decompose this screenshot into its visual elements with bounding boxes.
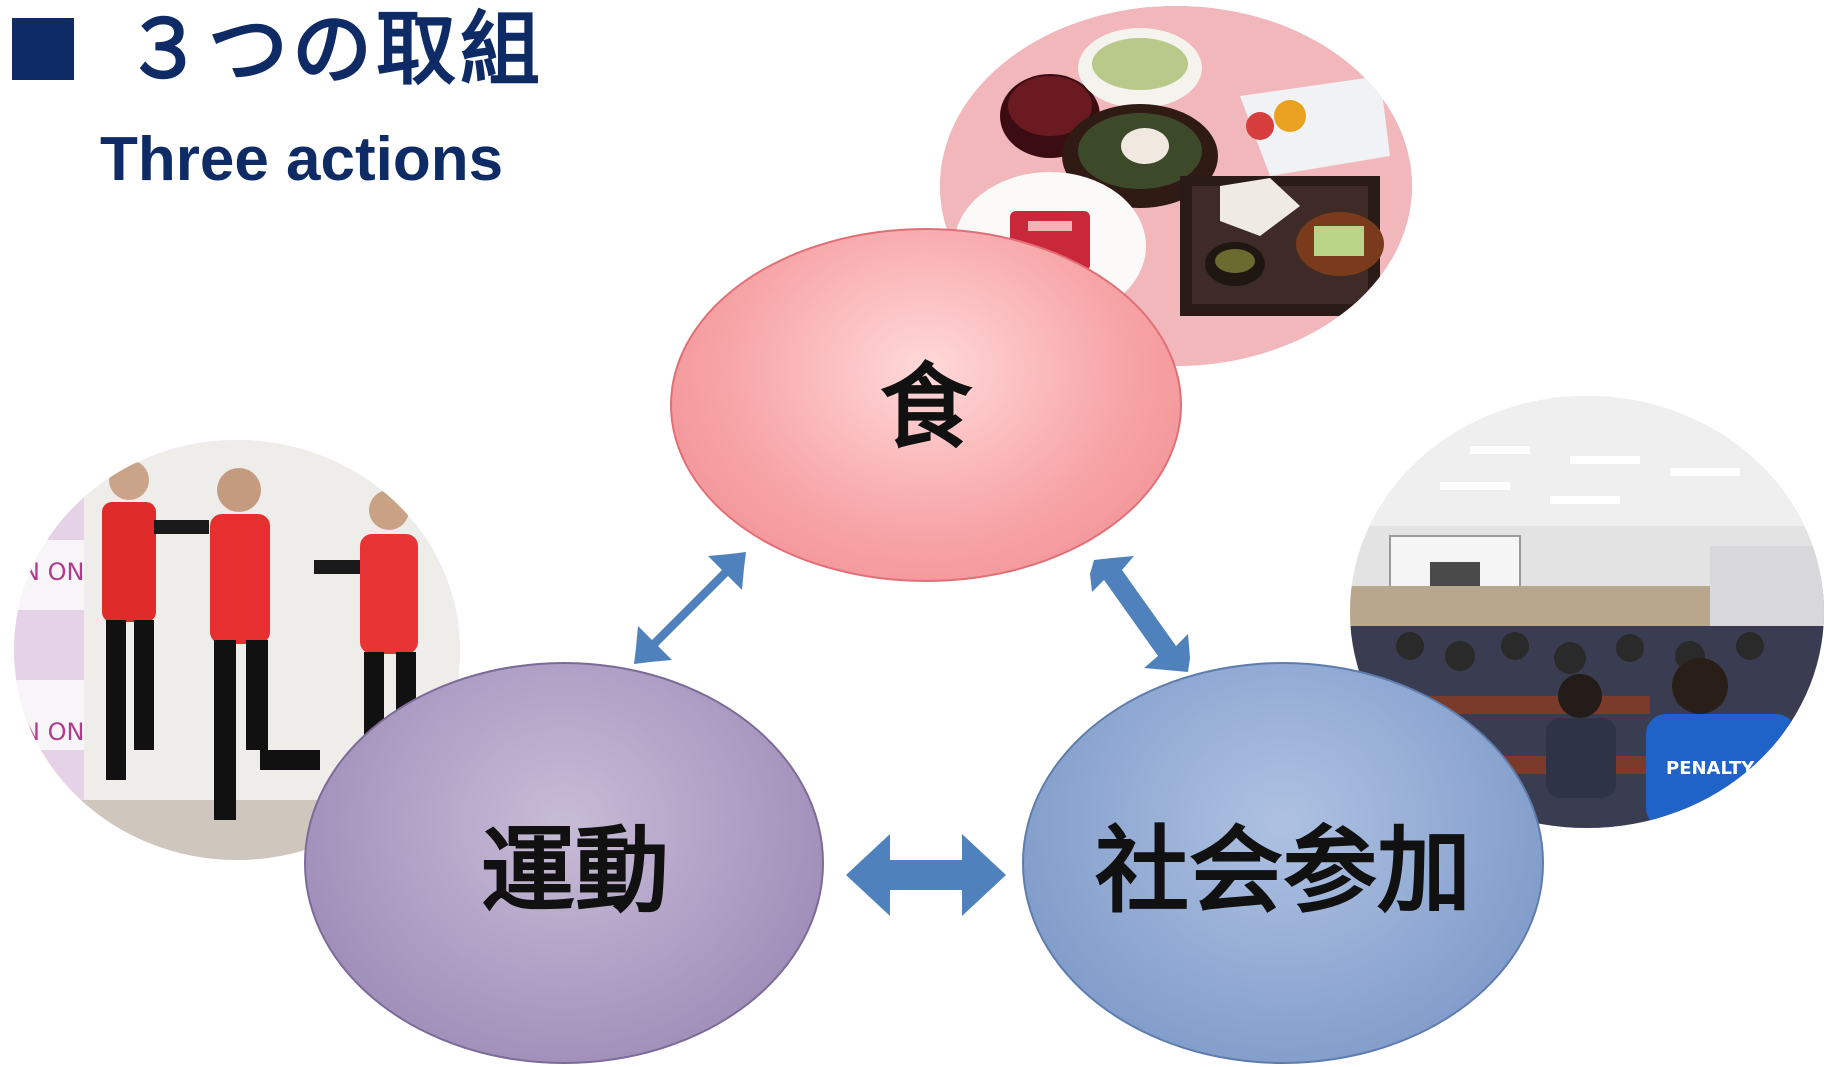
svg-text:PENALTY: PENALTY bbox=[1666, 758, 1755, 779]
arrow-food-social bbox=[1090, 556, 1190, 672]
node-food: 食 bbox=[670, 228, 1182, 582]
node-social-label: 社会参加 bbox=[1094, 817, 1471, 926]
node-exercise: 運動 bbox=[304, 662, 824, 1064]
food-photo bbox=[940, 6, 1412, 366]
arrow-exercise-social bbox=[846, 834, 1006, 916]
node-food-label: 食 bbox=[879, 353, 972, 461]
svg-text:N ON: N ON bbox=[22, 558, 84, 586]
title-bullet-square bbox=[12, 18, 74, 80]
node-exercise-label: 運動 bbox=[480, 817, 669, 926]
svg-text:N ON: N ON bbox=[22, 718, 84, 746]
node-social: 社会参加 bbox=[1022, 662, 1544, 1064]
page-subtitle: Three actions bbox=[100, 125, 504, 194]
arrow-food-exercise bbox=[634, 552, 746, 664]
page-title: ３つの取組 bbox=[124, 3, 544, 96]
social-photo: PENALTY bbox=[1350, 396, 1824, 828]
